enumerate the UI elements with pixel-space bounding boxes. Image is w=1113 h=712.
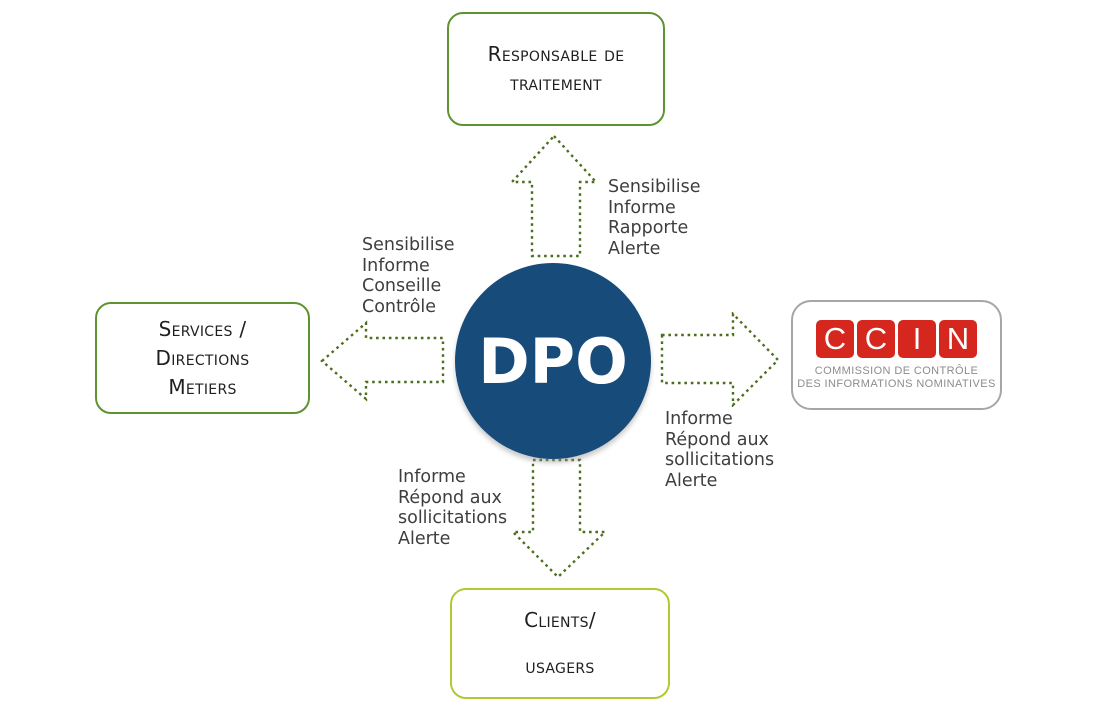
arrow-right-icon xyxy=(660,312,780,407)
flow-label-line: Informe xyxy=(398,467,466,487)
box-clients-usagers: Clients/ usagers xyxy=(450,588,670,699)
flow-label-line: Répond aux xyxy=(665,429,769,450)
box-label-line: Clients/ xyxy=(524,608,596,632)
ccin-letter-tile: N xyxy=(939,319,977,358)
ccin-caption-line: DES INFORMATIONS NOMINATIVES xyxy=(797,377,996,390)
flow-label-line: Contrôle xyxy=(362,296,437,317)
flow-label-line: Alerte xyxy=(608,238,661,259)
flow-label-line: Alerte xyxy=(665,470,718,491)
dpo-label: DPO xyxy=(478,324,628,398)
flow-label-line: Répond aux xyxy=(398,487,502,508)
flow-label-to-services: Sensibilise Informe Conseille Contrôle xyxy=(362,235,455,317)
box-responsable-de-traitement: Responsable de traitement xyxy=(447,12,665,126)
arrow-down-icon xyxy=(511,458,607,579)
arrow-left-icon xyxy=(320,320,445,402)
ccin-letter-tile: C xyxy=(816,319,854,358)
flow-label-line: Sensibilise xyxy=(362,235,455,255)
ccin-caption-line: COMMISSION DE CONTRÔLE xyxy=(814,364,979,377)
box-label-line: Responsable de xyxy=(487,42,625,66)
box-label-line: Services / xyxy=(158,316,247,341)
flow-label-line: Informe xyxy=(362,255,430,276)
flow-label-to-ccin: Informe Répond aux sollicitations Alerte xyxy=(665,409,774,491)
box-label-line: usagers xyxy=(525,654,595,678)
flow-label-line: Alerte xyxy=(398,528,451,549)
arrow-up-icon xyxy=(510,134,598,258)
flow-label-to-responsable: Sensibilise Informe Rapporte Alerte xyxy=(608,177,701,259)
box-label-line: Metiers xyxy=(168,374,237,399)
box-label-line: traitement xyxy=(510,71,602,95)
box-services-directions-metiers: Services / Directions Metiers xyxy=(95,302,310,414)
flow-label-line: sollicitations xyxy=(398,508,508,528)
flow-label-line: Sensibilise xyxy=(608,177,701,197)
ccin-logo: C C I N xyxy=(816,319,977,358)
ccin-letter-tile: C xyxy=(857,319,895,358)
flow-label-line: sollicitations xyxy=(665,450,775,470)
flow-label-line: Rapporte xyxy=(608,218,689,238)
flow-label-line: Informe xyxy=(665,409,733,429)
dpo-circle: DPO xyxy=(455,263,651,459)
box-label-line: Directions xyxy=(155,345,250,370)
ccin-letter-tile: I xyxy=(898,319,936,358)
box-ccin: C C I N COMMISSION DE CONTRÔLE DES INFOR… xyxy=(791,300,1002,410)
flow-label-line: Conseille xyxy=(362,276,442,296)
flow-label-line: Informe xyxy=(608,197,676,218)
flow-label-to-clients: Informe Répond aux sollicitations Alerte xyxy=(398,467,507,549)
